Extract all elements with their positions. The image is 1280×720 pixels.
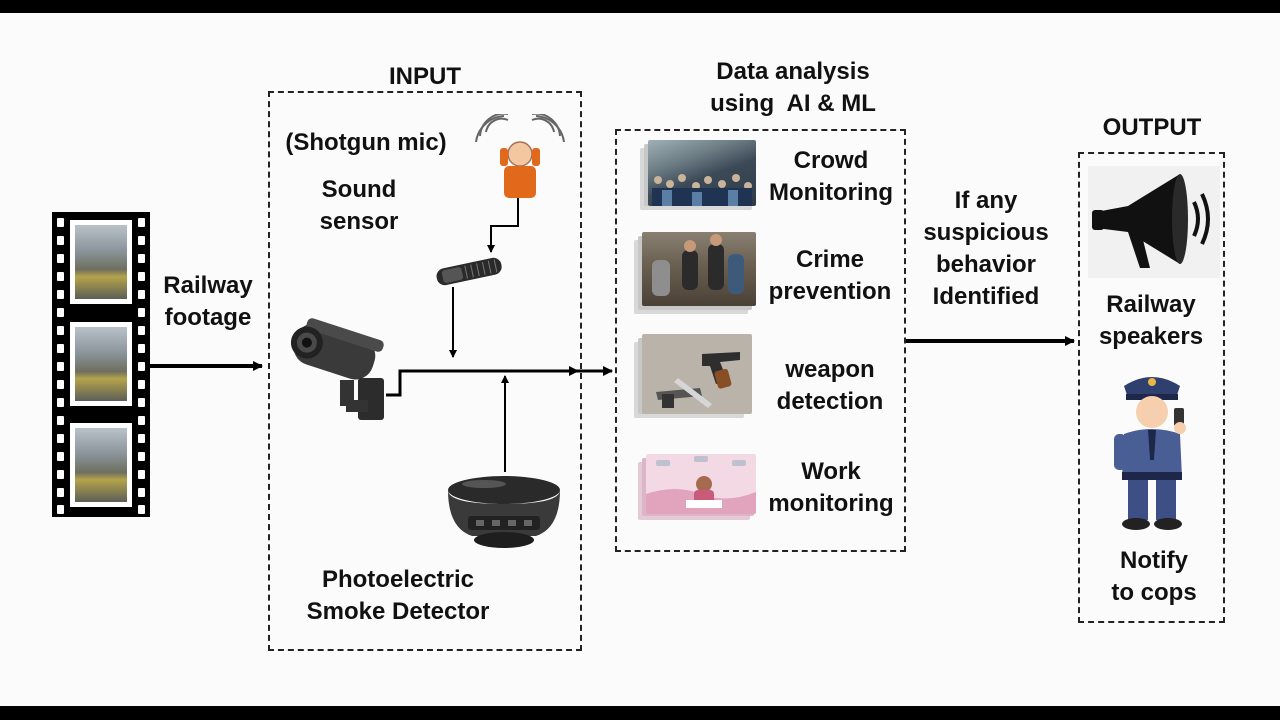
- bottom-border: [0, 706, 1280, 720]
- listener-icon: [475, 114, 565, 198]
- crime-photo-icon: [642, 232, 756, 306]
- police-officer-icon: [1114, 377, 1186, 530]
- film-strip-icon: [52, 212, 150, 517]
- input-title: INPUT: [389, 63, 461, 90]
- cctv-camera-icon: [290, 318, 384, 420]
- output-title: OUTPUT: [1102, 114, 1202, 141]
- weapons-photo-icon: [642, 334, 752, 414]
- megaphone-icon: [1088, 166, 1220, 278]
- film-frame: [70, 423, 132, 507]
- listener-arrow: [487, 198, 519, 253]
- film-frame: [70, 220, 132, 304]
- shotgun-mic-icon: [436, 257, 502, 286]
- camera-line: [386, 366, 579, 397]
- top-border: [0, 0, 1280, 13]
- output-box: [1078, 152, 1225, 623]
- crowd-photo-icon: [648, 140, 756, 206]
- mic-note-label: (Shotgun mic): [285, 129, 447, 156]
- film-frame: [70, 322, 132, 406]
- analysis-box: [615, 129, 906, 552]
- smoke-detector-icon: [448, 476, 560, 548]
- work-monitoring-illustration-icon: [646, 454, 756, 514]
